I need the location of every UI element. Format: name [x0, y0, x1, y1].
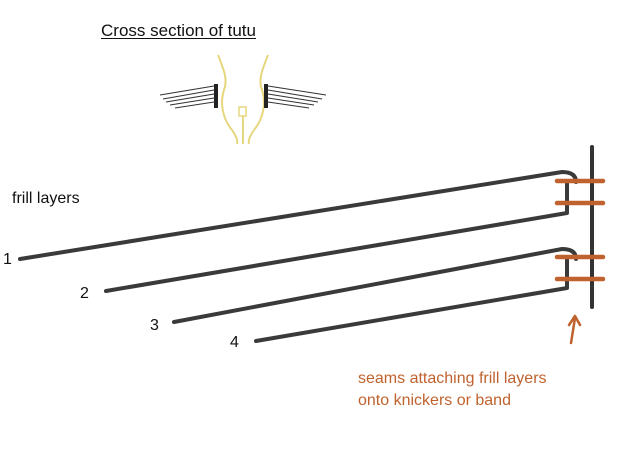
frill-layer-1 — [18, 170, 578, 261]
waist-band-left — [214, 84, 218, 108]
body-center-mark — [238, 106, 247, 117]
seams — [554, 178, 606, 282]
frill-layer-3 — [172, 247, 578, 324]
waist-band-right — [264, 84, 268, 108]
layer-number-3: 3 — [150, 317, 159, 334]
layer-number-4: 4 — [230, 334, 239, 351]
seam-arrow-icon — [567, 314, 582, 345]
frill-layers-label: frill layers — [12, 190, 80, 207]
seams-label-line-2: onto knickers or band — [358, 392, 511, 409]
diagram-title: Cross section of tutu — [101, 21, 256, 40]
frill-layer-2 — [104, 180, 569, 293]
mini-frills-left — [159, 85, 215, 109]
body-outline-right — [247, 54, 269, 145]
cross-section-figure — [159, 54, 327, 145]
layer-number-1: 1 — [3, 251, 12, 268]
seams-label: seams attaching frill layers onto knicke… — [358, 368, 547, 412]
layer-number-2: 2 — [80, 285, 89, 302]
mini-frills-right — [267, 85, 327, 109]
frill-layer-4 — [254, 257, 569, 343]
body-outline-left — [217, 54, 239, 145]
seams-label-line-1: seams attaching frill layers — [358, 370, 547, 387]
frill-layers — [18, 170, 578, 343]
